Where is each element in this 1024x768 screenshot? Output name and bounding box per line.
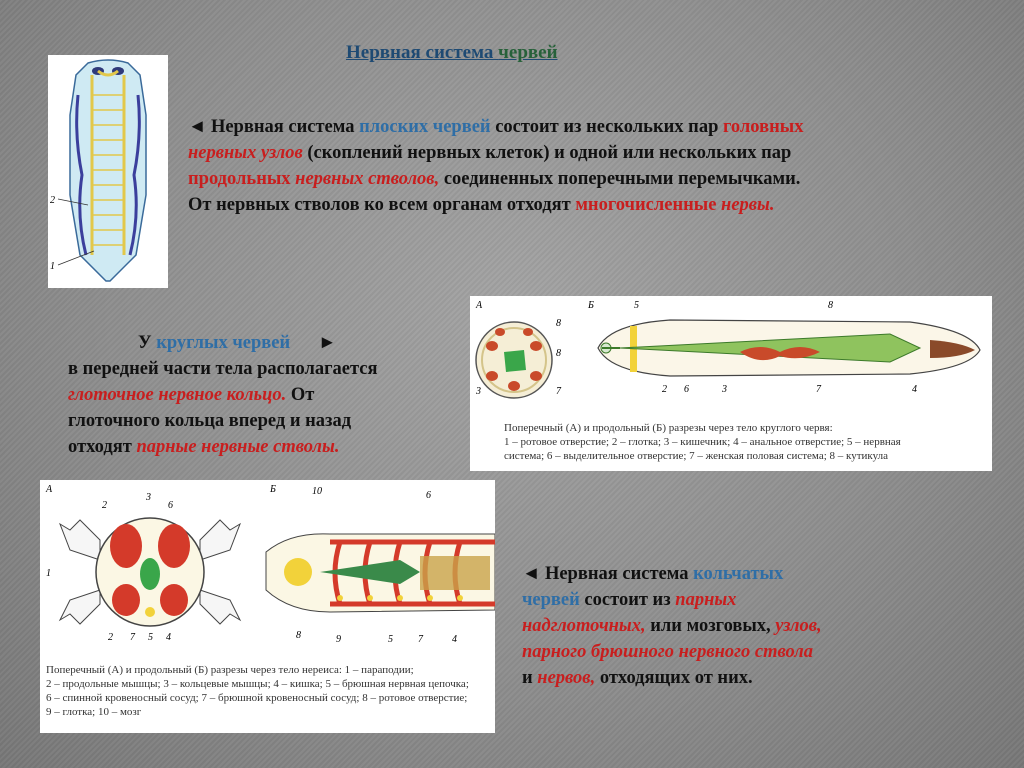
roundworm-caption: Поперечный (А) и продольный (Б) разрезы …: [504, 422, 901, 462]
annelid-line-1: ◄ Нервная система кольчатых: [522, 564, 784, 584]
annelid-label-a: А: [45, 484, 53, 495]
svg-text:6: 6: [426, 490, 431, 501]
svg-text:7: 7: [556, 386, 562, 397]
roundworm-illustration: А 8 8 3 7 Б 5 8 2 6 3 7 4: [475, 300, 981, 399]
annelid-line-5: и нервов, отходящих от них.: [522, 668, 753, 688]
svg-text:6: 6: [684, 384, 689, 395]
svg-text:4: 4: [166, 632, 171, 643]
flatworm-label-2: 2: [50, 195, 55, 206]
roundworm-figure: А 8 8 3 7 Б 5 8 2 6 3 7 4 Поперечный (А)…: [470, 296, 992, 471]
flatworm-figure: 2 1: [48, 55, 168, 288]
svg-text:5: 5: [148, 632, 153, 643]
svg-text:5: 5: [388, 634, 393, 645]
slide-title: Нервная система червей: [346, 42, 558, 64]
svg-text:2: 2: [662, 384, 667, 395]
roundworm-label-a: А: [475, 300, 483, 311]
svg-text:3: 3: [145, 492, 151, 503]
arrow-left-icon: ◄: [522, 564, 541, 584]
title-part1: Нервная система: [346, 42, 499, 63]
flatworm-paragraph: ◄ Нервная система плоских червей состоит…: [188, 114, 988, 218]
svg-text:5: 5: [634, 300, 639, 311]
title-part2: червей: [498, 42, 558, 63]
annelid-paragraph: ◄ Нервная система кольчатых червей состо…: [522, 561, 962, 691]
flatworm-line-3: продольных нервных стволов, соединенных …: [188, 169, 801, 189]
flatworm-term: плоских червей: [359, 117, 491, 137]
arrow-left-icon: ◄: [188, 117, 207, 137]
roundworm-line-1: У круглых червей►: [138, 333, 337, 353]
svg-text:8: 8: [828, 300, 833, 311]
svg-text:4: 4: [452, 634, 457, 645]
annelid-line-2: червей состоит из парных: [522, 590, 737, 610]
flatworm-label-1: 1: [50, 261, 55, 272]
annelid-label-b: Б: [269, 484, 276, 495]
annelid-term: кольчатых: [693, 564, 784, 584]
roundworm-line-5: отходят парные нервные стволы.: [68, 437, 340, 457]
roundworm-term: круглых червей: [156, 333, 291, 353]
roundworm-line-2: в передней части тела располагается: [68, 359, 378, 379]
svg-text:2: 2: [108, 632, 113, 643]
svg-text:2: 2: [102, 500, 107, 511]
annelid-caption: Поперечный (А) и продольный (Б) разрезы …: [46, 664, 469, 718]
svg-text:8: 8: [556, 318, 561, 329]
flatworm-line-2: нервных узлов (скоплений нервных клеток)…: [188, 143, 792, 163]
svg-text:7: 7: [816, 384, 822, 395]
annelid-line-3: надглоточных, или мозговых, узлов,: [522, 616, 822, 636]
svg-text:1: 1: [46, 568, 51, 579]
arrow-right-icon: ►: [318, 333, 337, 353]
svg-text:7: 7: [130, 632, 136, 643]
svg-text:4: 4: [912, 384, 917, 395]
svg-text:3: 3: [721, 384, 727, 395]
svg-text:8: 8: [556, 348, 561, 359]
annelid-illustration: А 3 6 2 1 2 7 5 4 Б 10 6 8 9 5: [45, 484, 496, 645]
svg-text:10: 10: [312, 486, 322, 497]
flatworm-line-1: ◄ Нервная система плоских червей состоит…: [188, 117, 804, 137]
annelid-figure: А 3 6 2 1 2 7 5 4 Б 10 6 8 9 5: [40, 480, 496, 733]
flatworm-illustration: 2 1: [50, 59, 147, 282]
svg-text:6: 6: [168, 500, 173, 511]
roundworm-line-4: глоточного кольца вперед и назад: [68, 411, 352, 431]
svg-text:7: 7: [418, 634, 424, 645]
roundworm-line-3: глоточное нервное кольцо. От: [68, 385, 315, 405]
roundworm-paragraph: У круглых червей► в передней части тела …: [68, 330, 468, 460]
roundworm-label-b: Б: [587, 300, 594, 311]
svg-text:3: 3: [475, 386, 481, 397]
svg-text:8: 8: [296, 630, 301, 641]
annelid-line-4: парного брюшного нервного ствола: [522, 642, 814, 662]
svg-text:9: 9: [336, 634, 341, 645]
flatworm-line-4: От нервных стволов ко всем органам отход…: [188, 195, 775, 215]
